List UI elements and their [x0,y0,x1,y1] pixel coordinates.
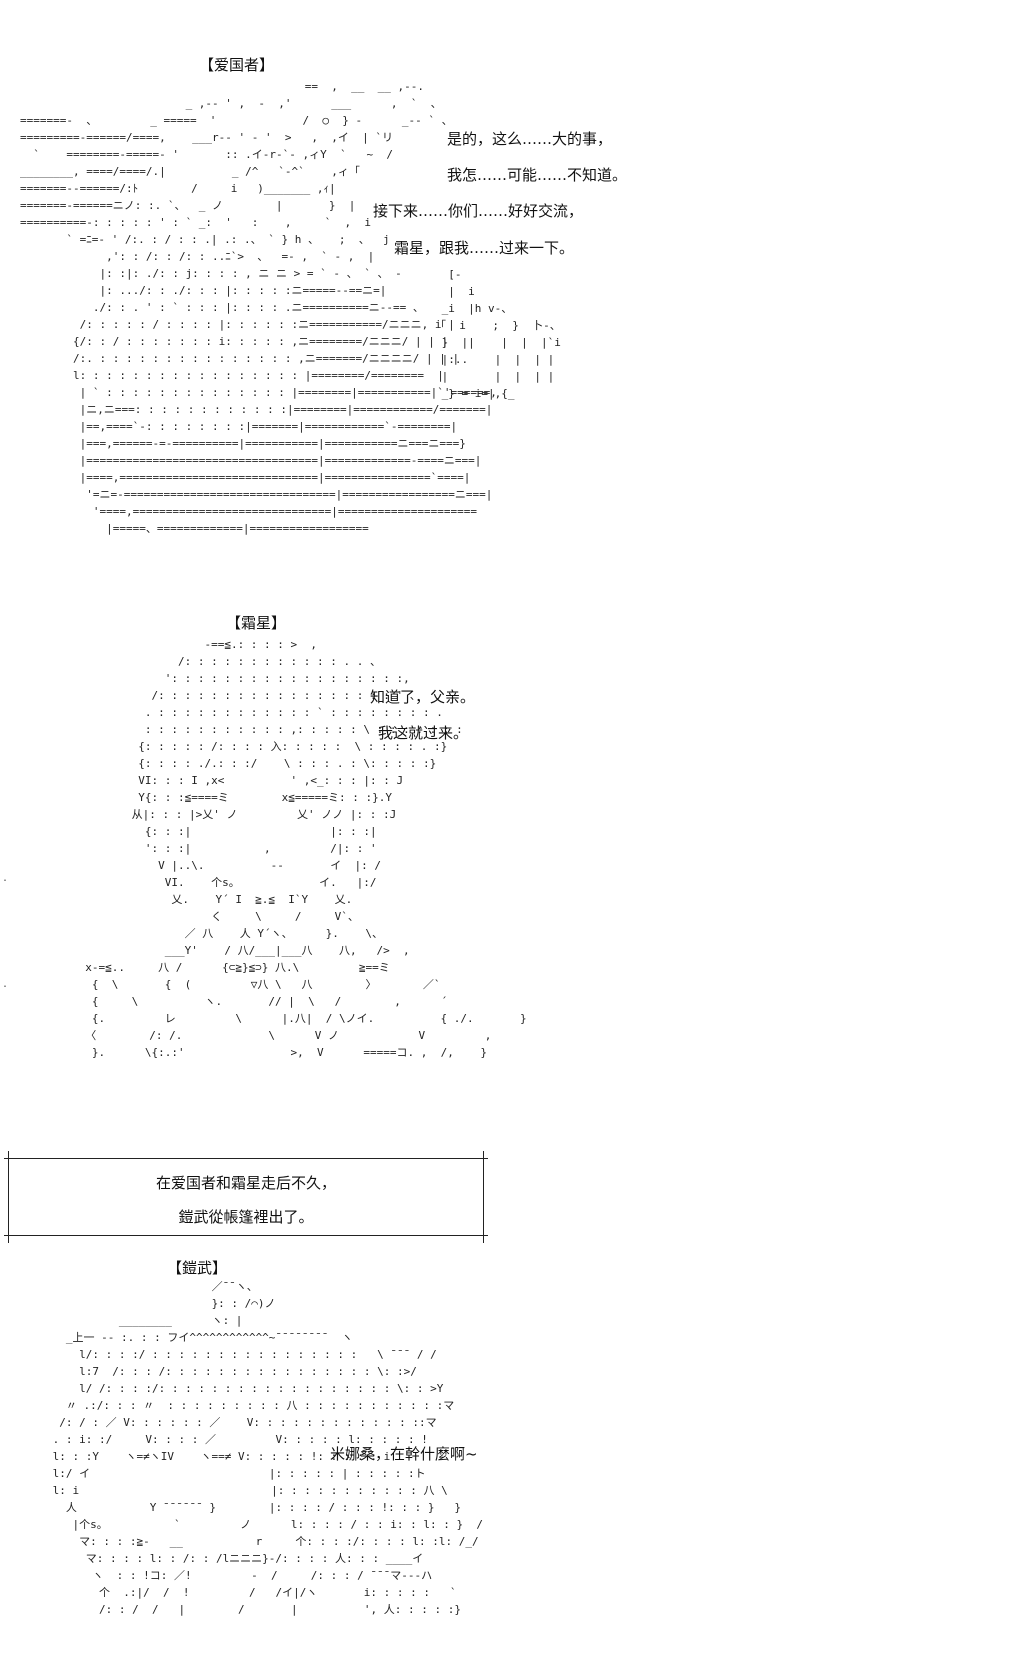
narration-line-1: 在爱国者和霜星走后不久， [155,1174,336,1192]
narration-line-2: 鎧武從帳篷裡出了。 [178,1208,314,1226]
dialogue-gaim-1: 米娜桑，在幹什麼啊~ [330,1445,478,1463]
narration-box: 在爱国者和霜星走后不久， 鎧武從帳篷裡出了。 [4,1151,488,1243]
ascii-art-patriot: == , __ __ ,--. _ ,-- ' , - ,' ___ , ` 、… [20,80,497,535]
narration-box-left-border [8,1151,9,1243]
dialogue-patriot-2: 我怎……可能……不知道。 [447,166,628,184]
ascii-art-frostnova: -==≦.: : : : > , /: : : : : : : : : : : … [85,638,527,1059]
speaker-label-patriot: 【爱国者】 [199,56,275,74]
stray-dot-2: . [2,979,9,990]
dialogue-patriot-1: 是的，这么……大的事， [447,130,613,148]
ascii-art-gaim: ／¯¯ヽ、 }: : /⌒)ノ ________ ヽ: | _上一 -- :. … [52,1280,483,1616]
dialogue-frostnova-1: 知道了，父亲。 [370,688,476,706]
dialogue-patriot-3: 接下来……你们……好好交流， [373,202,584,220]
narration-box-right-border [483,1151,484,1243]
stray-dot-1: . [2,873,9,884]
dialogue-patriot-4: 霜星，跟我……过来一下。 [394,239,575,257]
ascii-art-patriot-right: [- | i _i |h v-、 「 i ; } 卜-、 } || | | |`… [435,268,561,400]
speaker-label-gaim: 【鎧武】 [167,1259,228,1277]
dialogue-frostnova-2: 我这就过来。 [378,724,469,742]
speaker-label-frostnova: 【霜星】 [226,614,287,632]
